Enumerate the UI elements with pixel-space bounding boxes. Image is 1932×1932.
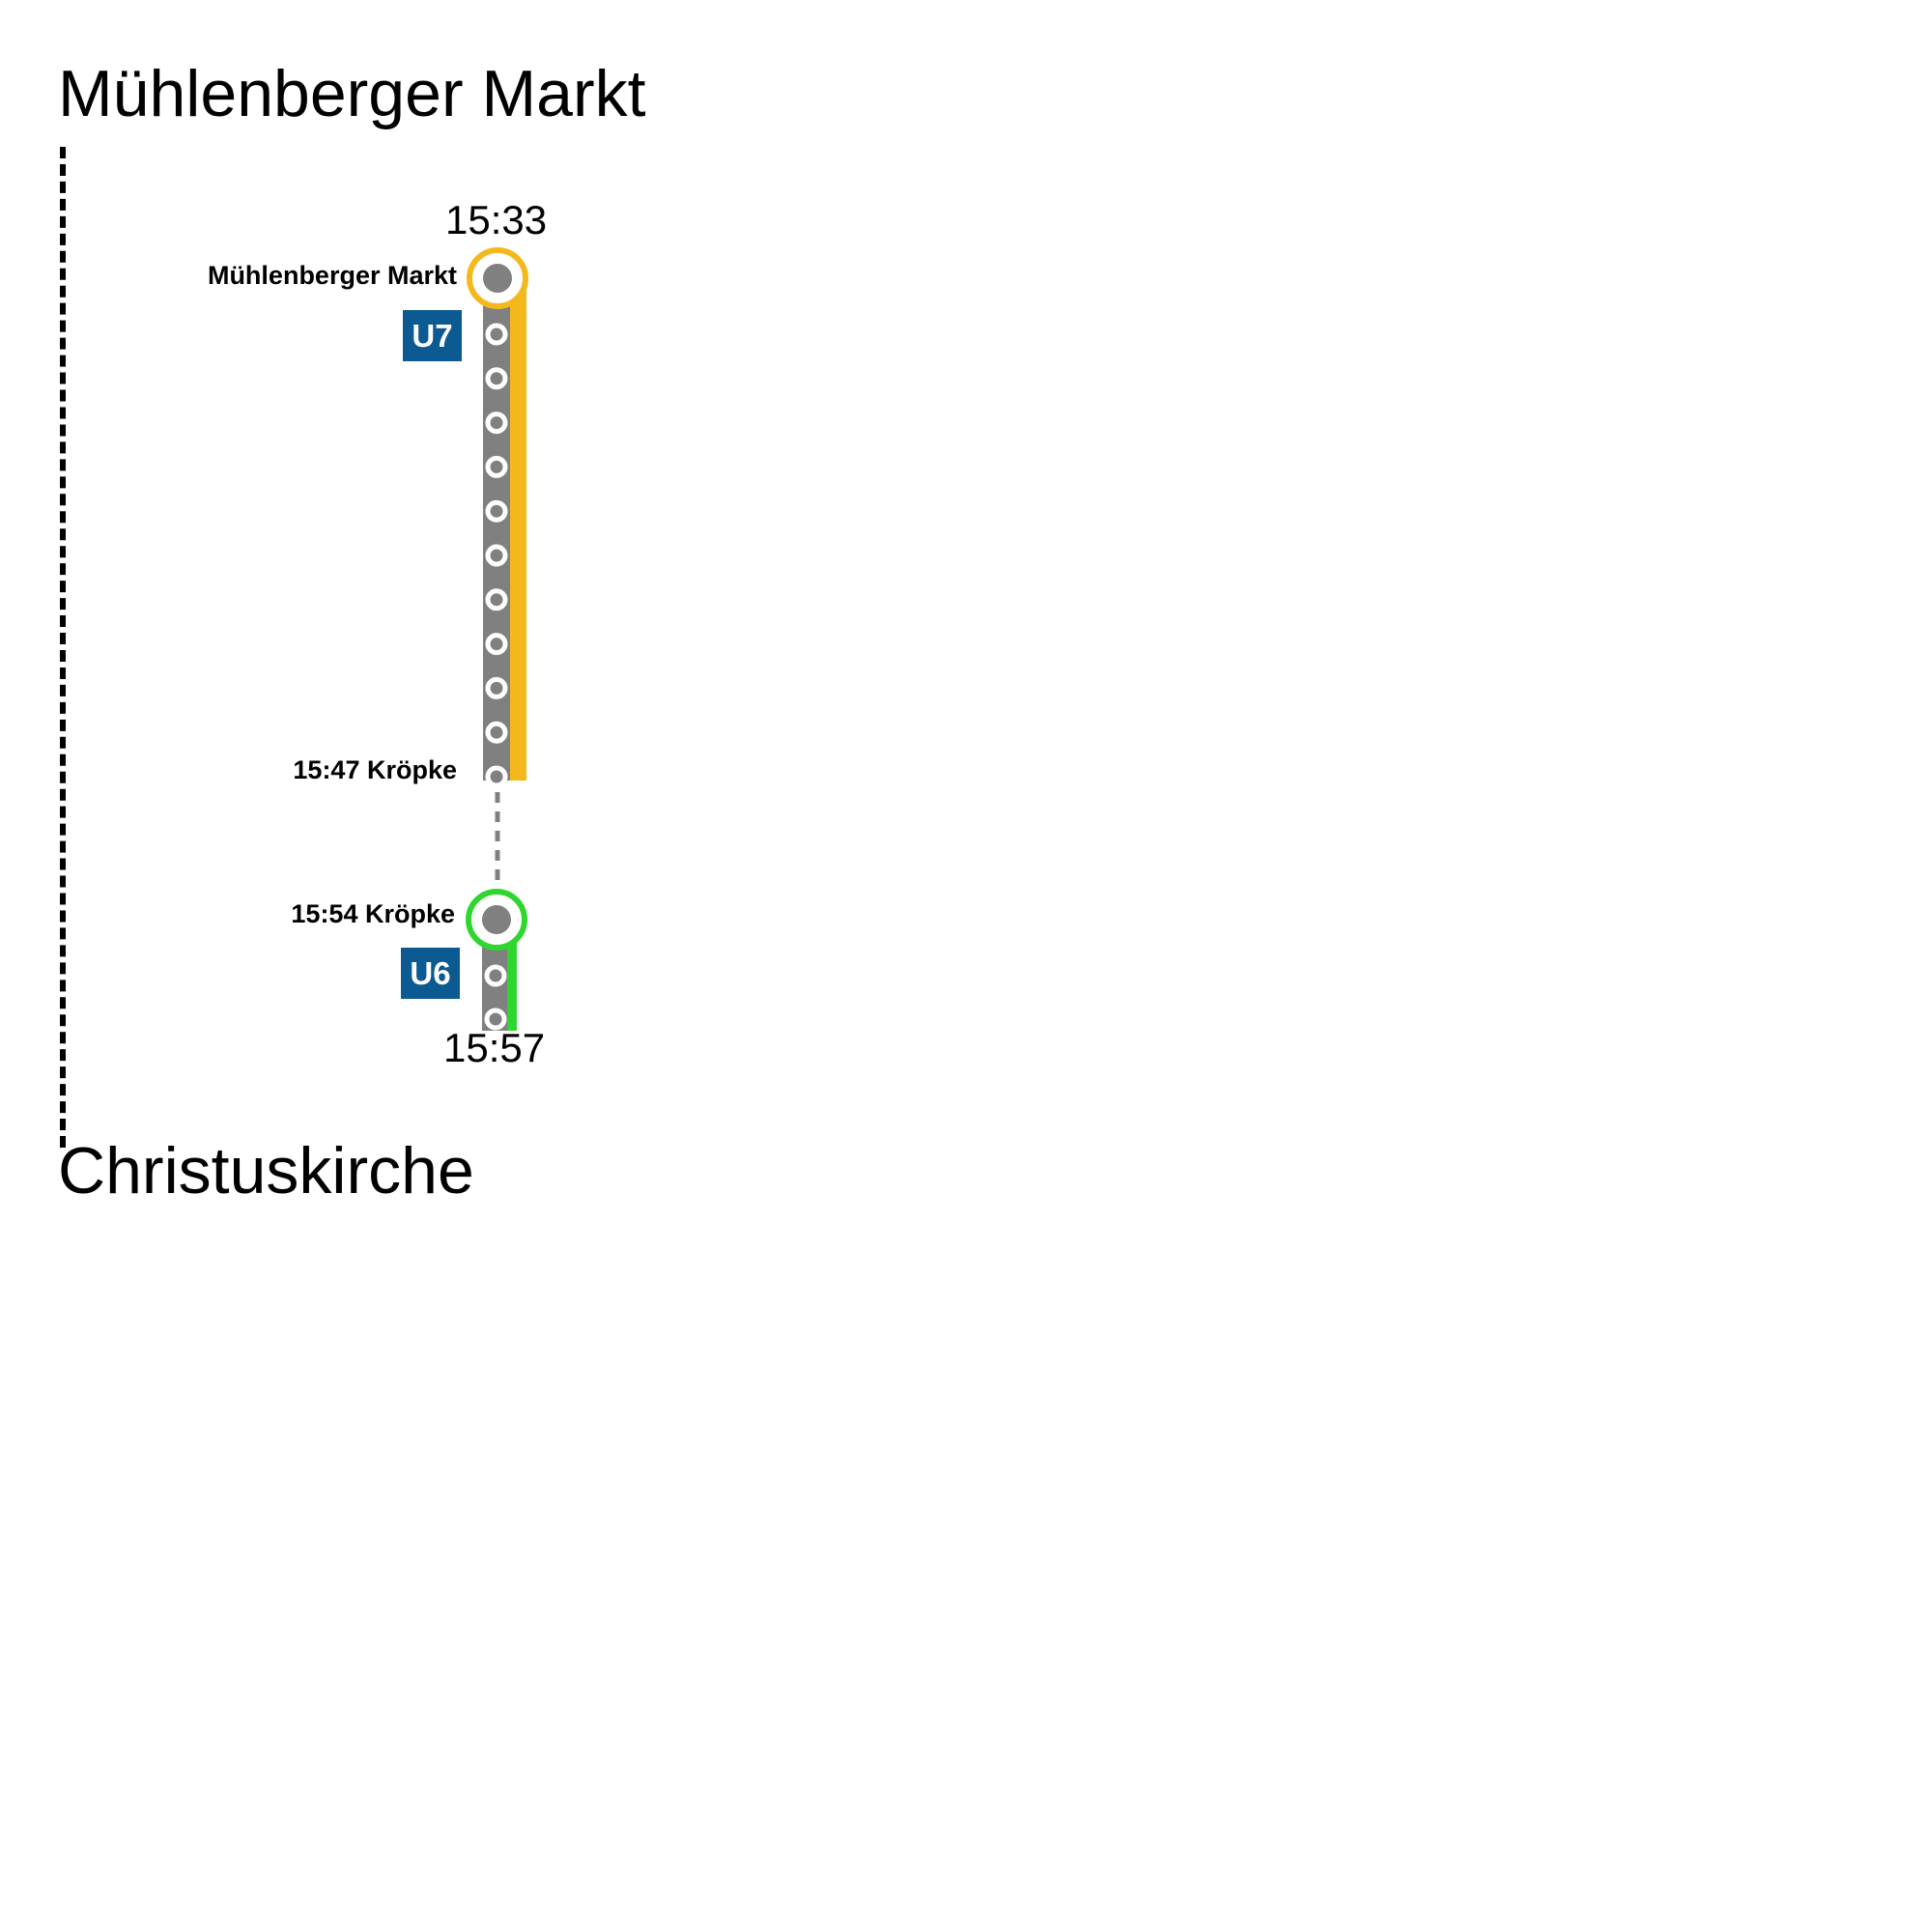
u7-stop-3 xyxy=(485,412,508,435)
departure-time: 15:33 xyxy=(445,197,548,242)
line-badge-u6: U6 xyxy=(401,948,460,999)
stop-label-transfer-arrival: 15:47 Kröpke xyxy=(293,755,457,784)
stop-label-origin: Mühlenberger Markt xyxy=(207,261,457,290)
destination-title: Christuskirche xyxy=(58,1134,474,1208)
u7-stop-6 xyxy=(485,544,508,567)
u7-track xyxy=(483,278,510,781)
line-badge-u7: U7 xyxy=(403,310,462,361)
u7-stop-1 xyxy=(485,323,508,346)
u7-stop-4 xyxy=(485,455,508,478)
u7-stop-7 xyxy=(485,588,508,611)
u7-stop-8 xyxy=(485,633,508,656)
u7-stop-11 xyxy=(485,765,508,788)
u6-stops xyxy=(484,964,507,1031)
u7-origin-stop-dot xyxy=(483,264,512,293)
leg-u6 xyxy=(466,889,527,1031)
u7-stops xyxy=(485,323,508,788)
u6-transfer-stop-dot xyxy=(482,905,511,934)
origin-title: Mühlenberger Markt xyxy=(58,57,646,130)
leg-u7 xyxy=(467,247,528,788)
u6-line-color-bar xyxy=(506,920,517,1031)
u6-stop-1 xyxy=(484,964,507,987)
u7-line-color-bar xyxy=(510,278,526,781)
u7-stop-10 xyxy=(485,721,508,744)
stop-label-transfer-departure: 15:54 Kröpke xyxy=(291,899,455,928)
u6-stop-2 xyxy=(484,1008,507,1031)
u7-stop-9 xyxy=(485,676,508,699)
u7-stop-2 xyxy=(485,367,508,390)
journey-rail xyxy=(60,147,66,1148)
arrival-time: 15:57 xyxy=(443,1025,546,1070)
u7-stop-5 xyxy=(485,499,508,523)
